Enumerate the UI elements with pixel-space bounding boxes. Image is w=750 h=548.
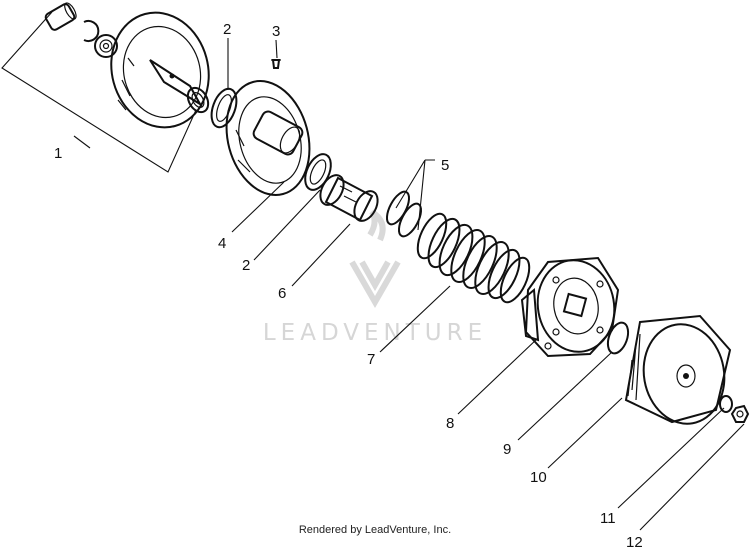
leader-2b xyxy=(253,189,321,261)
leader-8 xyxy=(457,337,539,415)
leader-1 xyxy=(1,11,197,173)
leader-9 xyxy=(517,351,613,441)
part-12-nut xyxy=(730,404,750,423)
callout-6: 6 xyxy=(278,285,286,302)
render-credit: Rendered by LeadVenture, Inc. xyxy=(298,524,452,536)
leader-3 xyxy=(275,39,278,59)
ball-bearing-1 xyxy=(94,34,118,58)
leader-10 xyxy=(547,397,623,469)
part-6-bushing xyxy=(319,174,379,222)
leader-6 xyxy=(291,223,351,287)
snap-ring-1 xyxy=(83,20,100,42)
callout-3: 3 xyxy=(272,23,280,40)
callout-7: 7 xyxy=(367,351,375,368)
leader-7 xyxy=(379,285,451,353)
callout-labels: 1 2 3 4 2 5 6 7 8 9 10 11 12 xyxy=(54,21,643,548)
callout-9: 9 xyxy=(503,441,511,458)
callout-2-bottom: 2 xyxy=(242,257,250,274)
leader-4 xyxy=(231,181,285,233)
watermark-text: LEADVENTURE xyxy=(263,320,487,346)
callout-1: 1 xyxy=(54,145,62,162)
leader-lines xyxy=(1,11,745,531)
part-10-clutch-drum xyxy=(624,314,732,425)
watermark: LEADVENTURE xyxy=(263,209,487,346)
part-3-screw xyxy=(271,59,281,69)
callout-5: 5 xyxy=(441,157,449,174)
callout-12: 12 xyxy=(626,534,643,548)
watermark-logo xyxy=(349,209,401,309)
part-1-movable-sheave-assembly xyxy=(44,2,210,129)
callout-4: 4 xyxy=(218,235,226,252)
part-11-washer xyxy=(719,395,733,413)
part-2-washer-a xyxy=(210,87,238,129)
part-2-washer-b xyxy=(304,153,332,191)
part-5-o-rings xyxy=(385,190,423,238)
callout-2-top: 2 xyxy=(223,21,231,38)
part-4-fixed-sheave xyxy=(225,80,311,196)
bearing-1 xyxy=(44,2,77,31)
callout-11: 11 xyxy=(600,510,616,527)
leader-11 xyxy=(617,407,725,509)
part-8-clutch-shoe-assembly xyxy=(520,256,620,358)
leader-1-tick xyxy=(73,135,91,149)
callout-8: 8 xyxy=(446,415,454,432)
leader-12 xyxy=(639,423,745,531)
part-9-washer xyxy=(606,321,630,355)
callout-10: 10 xyxy=(530,469,547,486)
sheave-1 xyxy=(110,11,210,129)
part-7-spring xyxy=(416,212,531,304)
